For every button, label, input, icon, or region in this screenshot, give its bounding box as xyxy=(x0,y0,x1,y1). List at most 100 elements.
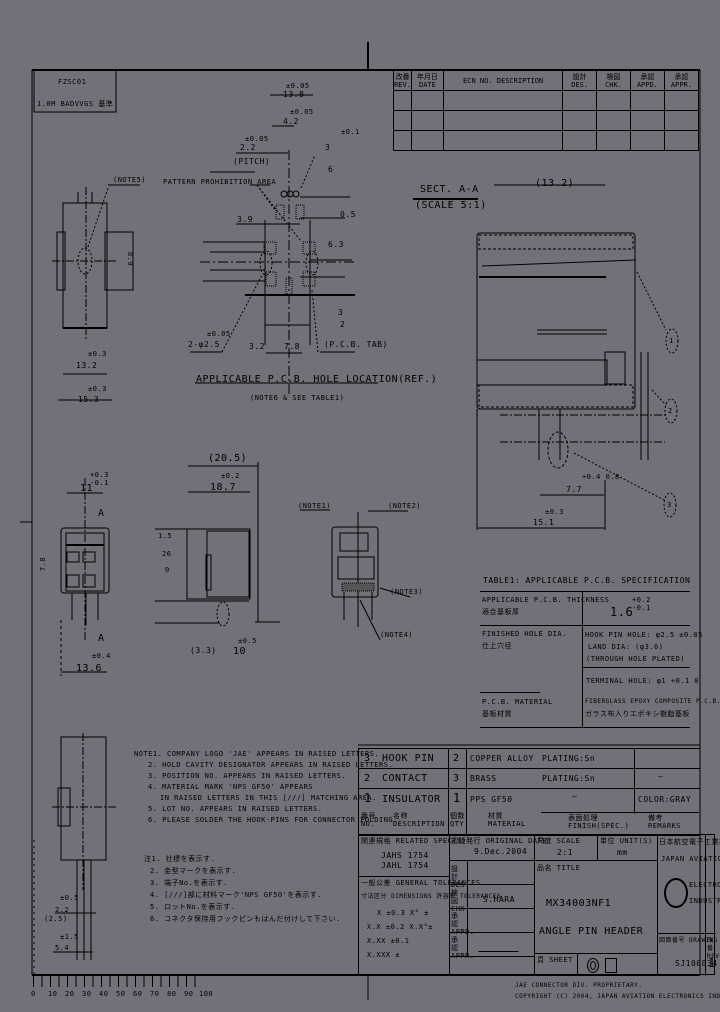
pcb-side-dim-c: 0.5 xyxy=(340,210,356,219)
bottom-dim-a: 2.2 xyxy=(55,906,70,914)
note-jp-1: 注1. 社標を表示す. xyxy=(144,855,216,863)
pcb-pitch-tol: ±0.05 xyxy=(245,135,269,143)
rear-note2: (NOTE2) xyxy=(388,502,422,510)
side-dim-18-tol: ±0.2 xyxy=(221,472,240,480)
table1-thickness-value: 1.6 xyxy=(610,605,634,619)
part-qty-1: 1 xyxy=(453,791,461,805)
projection-symbol-icon xyxy=(587,957,631,973)
rear-note3: (NOTE3) xyxy=(390,588,424,596)
table1-hole-line4: TERMINAL HOLE: φ1 +0.1 0 xyxy=(586,677,700,685)
part-material-2: BRASS xyxy=(470,774,497,783)
note-en-3: 3. POSITION NO. APPEARS IN RAISED LETTER… xyxy=(148,772,347,780)
note-en-2: 2. HOLD CAVITY DESIGNATOR APPEARS IN RAI… xyxy=(148,761,394,769)
parts-list: 3 HOOK PIN 2 COPPER ALLOY PLATING:Sn 2 C… xyxy=(358,748,700,836)
pcb-dim-13-8: 13.8 xyxy=(283,90,305,99)
section-callout-1: 1 xyxy=(669,337,674,345)
note-jp-5: 5. ロットNo.を表示す. xyxy=(150,903,236,911)
note-en-1: NOTE1. COMPANY LOGO 'JAE' APPEARS IN RAI… xyxy=(134,750,380,758)
part-no-1: 1 xyxy=(364,791,372,805)
footer-proprietary: JAE CONNECTOR DIV. PROPRIETARY. xyxy=(515,982,643,989)
front-section-mark-top: A xyxy=(98,508,105,519)
part-finish-3: PLATING:Sn xyxy=(542,754,596,763)
pcb-side-dim-a: 6 xyxy=(328,165,334,174)
pcb-hole-tol: ±0.05 xyxy=(207,330,231,338)
chk-label: 検図 CHK. xyxy=(451,889,470,913)
tol-row-1: X ±0.3 X° ± xyxy=(377,909,429,917)
part-desc-2: CONTACT xyxy=(382,773,428,784)
tol-label: 一般公差 GENERAL TOLERANCES xyxy=(361,879,481,887)
ruler-label-100: 100 xyxy=(199,990,214,998)
appr-label: 承認 APPR. xyxy=(451,936,475,960)
left-view-w2-tol: ±0.3 xyxy=(88,385,107,393)
rev-row xyxy=(393,130,700,151)
rear-note1: (NOTE1) xyxy=(298,502,332,510)
section-callout-2: 2 xyxy=(668,407,673,415)
scale-ruler: 0 10 20 30 40 50 60 70 80 90 100 xyxy=(31,975,213,1005)
unit-value: mm xyxy=(617,848,628,857)
side-dim-3: (3.3) xyxy=(190,646,217,655)
company-en1: JAPAN AVIATION xyxy=(661,855,720,863)
drawing-no: SJ100834 xyxy=(675,959,718,968)
rev-header-description: ECN NO. DESCRIPTION xyxy=(442,70,564,91)
pcb-dim-7-8: 7.8 xyxy=(284,342,300,351)
bottom-dim-c-tol: ±1.5 xyxy=(60,933,79,941)
part-finish-2: PLATING:Sn xyxy=(542,774,596,783)
part-material-3: COPPER ALLOY xyxy=(470,754,534,763)
pcb-dim-right-tol: ±0.1 xyxy=(341,128,360,136)
pcb-tab-label: (P.C.B. TAB) xyxy=(324,340,388,349)
rel-spec-1: JAHS 1754 xyxy=(381,851,429,860)
pcb-dim-3-9: 3.9 xyxy=(237,215,253,224)
pcb-side-dim-d: 6.3 xyxy=(328,240,344,249)
side-dim-vert-1: 1.5 xyxy=(158,532,173,540)
rel-spec-2: JAHL 1754 xyxy=(381,861,429,870)
table1-hole-line1: HOOK PIN HOLE: φ2.5 ±0.05 xyxy=(585,631,703,639)
table1-thickness-tol: +0.2 -0.1 xyxy=(632,596,651,612)
tol-row-3: X.XX ±0.1 xyxy=(367,937,410,945)
pcb-dim-13-8-tol: ±0.05 xyxy=(286,82,310,90)
part-finish-1: — xyxy=(572,792,578,801)
ruler-label-50: 50 xyxy=(116,990,126,998)
left-view-w1: 13.2 xyxy=(76,361,98,370)
note-jp-2: 2. 金型マークを表示す. xyxy=(150,867,237,875)
ruler-label-70: 70 xyxy=(150,990,160,998)
table1-thickness-label-jp: 適合基板厚 xyxy=(482,608,520,616)
approval-signature xyxy=(478,937,524,952)
pcb-dim-3-2: 3.2 xyxy=(249,342,265,351)
rev-row xyxy=(393,110,700,131)
side-dim-10: 10 xyxy=(233,646,247,657)
table1-hole-label-jp: 仕上穴径 xyxy=(482,642,512,650)
table1-hole-label: FINISHED HOLE DIA. xyxy=(482,630,567,638)
pcb-dim-4-2: 4.2 xyxy=(283,117,299,126)
front-dim-side: 7.8 xyxy=(39,556,48,572)
section-dim-top: (13.2) xyxy=(535,178,575,189)
ruler-label-40: 40 xyxy=(99,990,109,998)
scale-label: 尺度 SCALE xyxy=(537,837,581,845)
chk-value: S.HARA xyxy=(483,895,515,904)
top-left-box-line2: 1.0M BADVVGS 基準 xyxy=(37,100,114,108)
front-dim-11: 11 xyxy=(80,483,94,494)
company-en3: INDUSTRY, LTD. xyxy=(689,897,720,905)
bottom-dim-a-tol: ±0.5 xyxy=(60,894,79,902)
rev-label: 改番 REV. xyxy=(707,937,720,960)
section-callout-3: 3 xyxy=(667,501,672,509)
orig-date-label: 初版発行 ORIGINAL DATE xyxy=(451,837,548,845)
pattern-prohibition-label: PATTERN PROHIBITION AREA xyxy=(163,178,277,186)
des-label: 設計 DES. xyxy=(451,865,470,889)
pcb-hole-dia: 2-φ2.5 xyxy=(188,340,220,349)
front-dim-11-tol: +0.3 -0.1 xyxy=(90,471,109,487)
part-remark-2: — xyxy=(658,772,664,781)
front-dim-13-6-tol: ±0.4 xyxy=(92,652,111,660)
pcb-side-dim-e: 3 xyxy=(338,308,344,317)
side-dim-18: 18.7 xyxy=(210,482,237,493)
rev-value: 1 xyxy=(708,956,716,970)
table1-hole-line2: LAND DIA: (φ3.6) xyxy=(588,643,664,651)
note-jp-3: 3. 端子No.を表示す. xyxy=(150,879,229,887)
pcb-layout-title: APPLICABLE P.C.B. HOLE LOCATION(REF.) xyxy=(196,374,438,385)
ruler-label-80: 80 xyxy=(167,990,177,998)
note-en-6: 6. PLEASE SOLDER THE HOOK-PINS FOR CONNE… xyxy=(148,816,398,824)
